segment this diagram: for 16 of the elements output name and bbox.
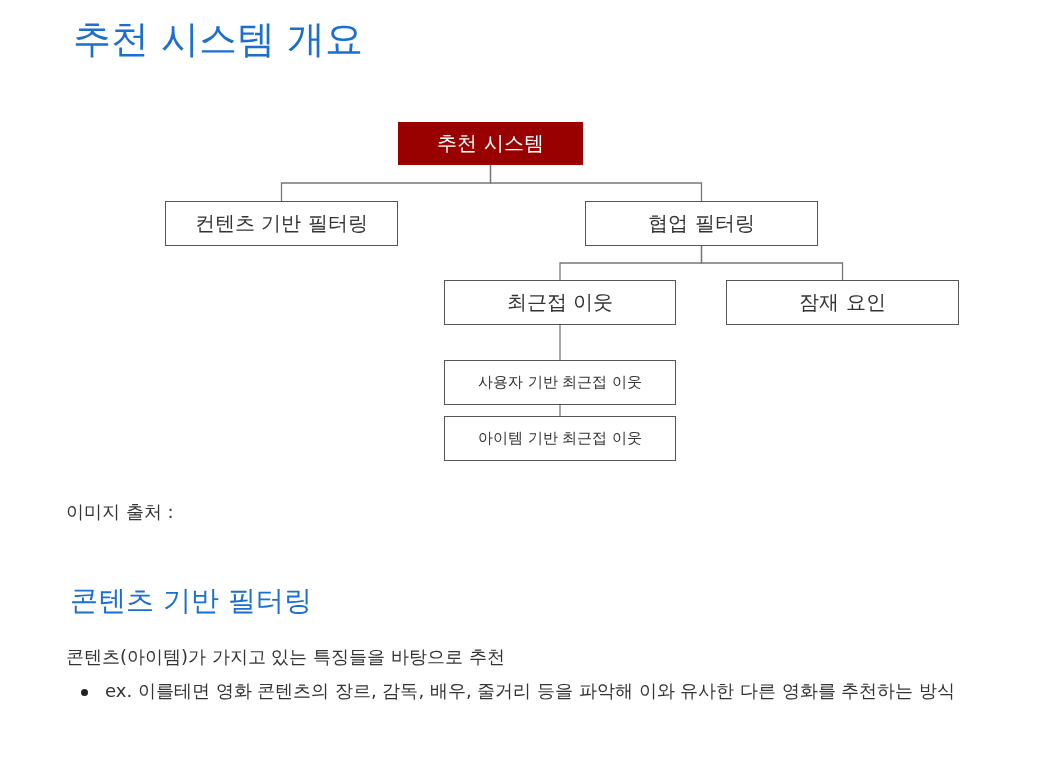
body-text: 콘텐츠(아이템)가 가지고 있는 특징들을 바탕으로 추천 [66, 645, 505, 669]
page-title: 추천 시스템 개요 [73, 16, 364, 63]
method-box: 아이템 기반 최근접 이웃 [444, 416, 676, 461]
bullet-item: ex. 이를테면 영화 콘텐츠의 장르, 감독, 배우, 줄거리 등을 파악해 이와 유사한 다른 영화를 추천하는 방식 [105, 679, 956, 703]
connector-line [559, 404, 561, 417]
category-box: 최근접 이웃 [444, 280, 676, 325]
connector-line [489, 164, 703, 202]
root-box: 추천 시스템 [398, 122, 583, 165]
method-box: 사용자 기반 최근접 이웃 [444, 360, 676, 405]
section-heading: 콘텐츠 기반 필터링 [70, 583, 312, 619]
category-box: 잠재 요인 [726, 280, 959, 325]
category-box: 컨텐츠 기반 필터링 [165, 201, 398, 246]
connector-line [559, 324, 561, 361]
source-note: 이미지 출처 : [66, 500, 174, 524]
connector-line [700, 245, 844, 281]
category-box: 협업 필터링 [585, 201, 818, 246]
